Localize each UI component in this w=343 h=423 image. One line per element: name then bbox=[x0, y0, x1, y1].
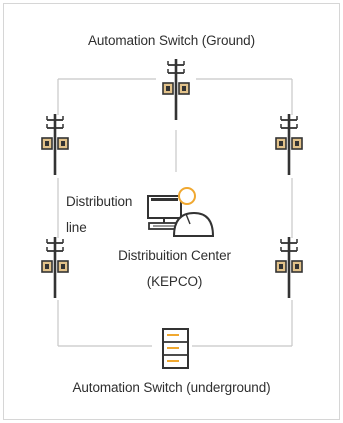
utility-pole-icon bbox=[40, 112, 70, 177]
bottom-switch-label: Automation Switch (underground) bbox=[72, 380, 271, 395]
distribution-line-loop bbox=[57, 78, 293, 347]
distribution-line-label: Distribution bbox=[66, 194, 133, 209]
distribution-line-label: line bbox=[66, 220, 87, 235]
center-label: Distribuition Center bbox=[118, 248, 231, 263]
utility-pole-icon bbox=[161, 57, 191, 122]
top-switch-label: Automation Switch (Ground) bbox=[88, 33, 255, 48]
center-sublabel: (KEPCO) bbox=[146, 274, 203, 289]
computer-monitor-icon bbox=[147, 195, 182, 230]
utility-pole-icon bbox=[274, 112, 304, 177]
server-rack-icon bbox=[162, 328, 189, 369]
operator-person-icon bbox=[172, 187, 215, 237]
